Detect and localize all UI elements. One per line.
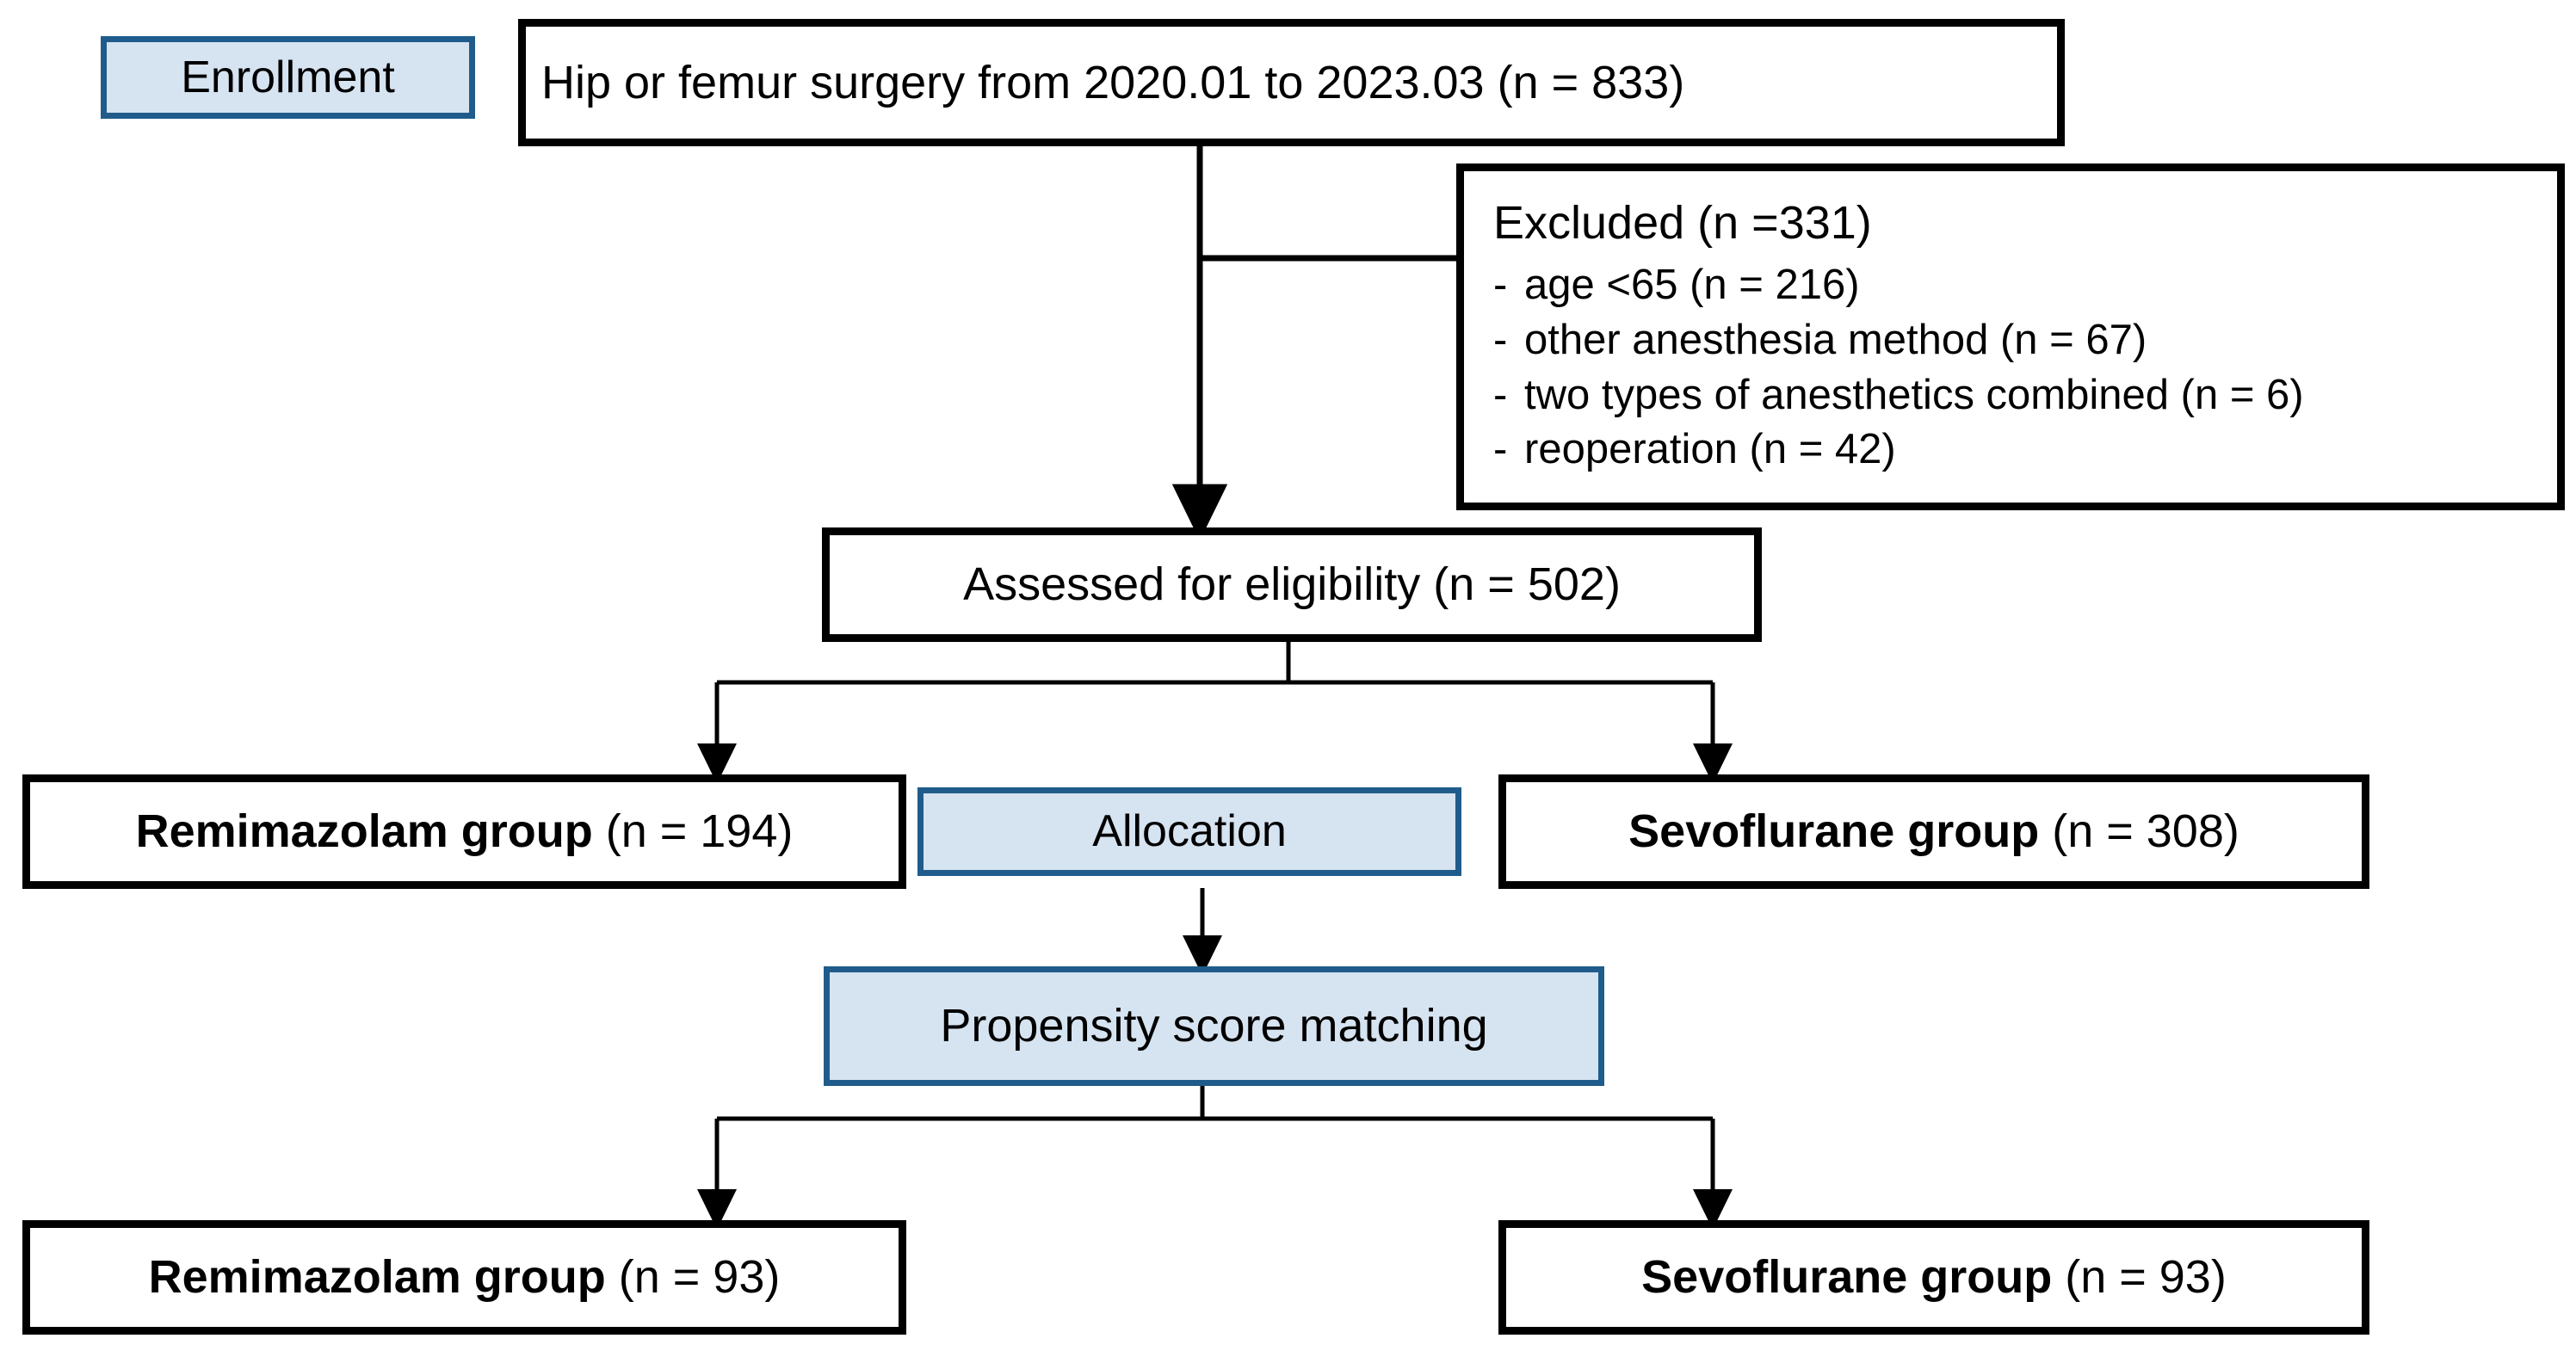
edge-assessed-split — [697, 641, 1733, 785]
node-remimazolam-pre-matching-count: (n = 194) — [592, 805, 794, 858]
node-sevoflurane-post-matching: Sevoflurane group (n = 93) — [1498, 1220, 2369, 1335]
stage-label-enrollment: Enrollment — [101, 36, 475, 119]
node-sevoflurane-post-matching-name: Sevoflurane group — [1641, 1251, 2053, 1304]
node-enrolled: Hip or femur surgery from 2020.01 to 202… — [518, 19, 2065, 146]
list-item-label: two types of anesthetics combined (n = 6… — [1524, 371, 2304, 418]
list-bullet-dash: - — [1493, 262, 1508, 309]
node-excluded-title: Excluded (n =331) — [1493, 197, 1872, 250]
list-item: - age <65 (n = 216) — [1493, 258, 2304, 313]
list-bullet-dash: - — [1493, 316, 1508, 363]
node-remimazolam-post-matching-text: Remimazolam group (n = 93) — [30, 1251, 899, 1303]
list-bullet-dash: - — [1493, 371, 1508, 418]
list-item: - other anesthesia method (n = 67) — [1493, 313, 2304, 368]
node-enrolled-text: Hip or femur surgery from 2020.01 to 202… — [541, 56, 1685, 108]
list-item-label: other anesthesia method (n = 67) — [1524, 316, 2147, 363]
node-assessed-for-eligibility-text: Assessed for eligibility (n = 502) — [963, 558, 1621, 611]
stage-label-allocation-text: Allocation — [1092, 806, 1287, 857]
list-item: - reoperation (n = 42) — [1493, 423, 2304, 478]
node-sevoflurane-post-matching-text: Sevoflurane group (n = 93) — [1506, 1251, 2362, 1303]
node-sevoflurane-pre-matching-text: Sevoflurane group (n = 308) — [1506, 805, 2362, 857]
node-sevoflurane-pre-matching: Sevoflurane group (n = 308) — [1498, 774, 2369, 889]
node-remimazolam-pre-matching-name: Remimazolam group — [135, 805, 593, 858]
node-propensity-score-matching-text: Propensity score matching — [940, 1000, 1488, 1052]
node-sevoflurane-pre-matching-name: Sevoflurane group — [1628, 805, 2040, 858]
node-assessed-for-eligibility: Assessed for eligibility (n = 502) — [822, 527, 1762, 642]
node-propensity-score-matching: Propensity score matching — [824, 966, 1604, 1086]
node-excluded-list: - age <65 (n = 216) - other anesthesia m… — [1464, 258, 2304, 478]
list-bullet-dash: - — [1493, 426, 1508, 473]
node-sevoflurane-pre-matching-count: (n = 308) — [2039, 805, 2239, 858]
node-remimazolam-pre-matching-text: Remimazolam group (n = 194) — [30, 805, 899, 857]
node-remimazolam-post-matching-count: (n = 93) — [605, 1251, 781, 1304]
node-remimazolam-post-matching: Remimazolam group (n = 93) — [22, 1220, 906, 1335]
list-item-label: age <65 (n = 216) — [1524, 262, 1860, 309]
list-item: - two types of anesthetics combined (n =… — [1493, 368, 2304, 423]
node-sevoflurane-post-matching-count: (n = 93) — [2052, 1251, 2227, 1304]
stage-label-allocation: Allocation — [917, 787, 1461, 876]
list-item-label: reoperation (n = 42) — [1524, 426, 1896, 473]
edge-psm-split — [697, 1086, 1733, 1231]
node-remimazolam-post-matching-name: Remimazolam group — [148, 1251, 606, 1304]
node-excluded: Excluded (n =331) - age <65 (n = 216) - … — [1456, 163, 2565, 510]
node-remimazolam-pre-matching: Remimazolam group (n = 194) — [22, 774, 906, 889]
stage-label-enrollment-text: Enrollment — [181, 52, 395, 102]
